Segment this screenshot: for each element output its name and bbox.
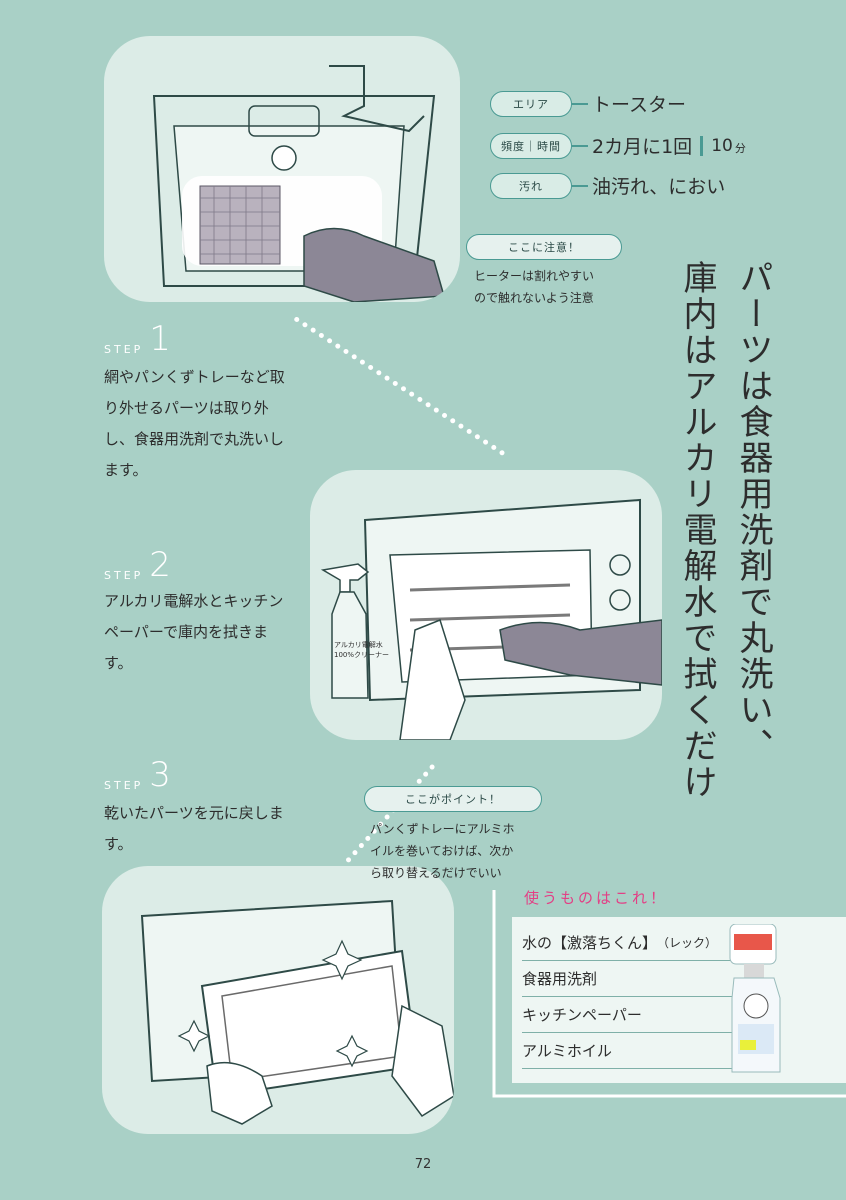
tag-connector [572, 184, 588, 187]
sink-illustration-panel [104, 36, 460, 302]
caution-text: ヒーターは割れやすい ので触れないよう注意 [474, 269, 595, 305]
items-box [492, 878, 846, 1098]
step-3-text: 乾いたパーツを元に戻しま す。 [104, 804, 284, 853]
item-name: アルミホイル [522, 1041, 612, 1060]
items-list-panel [512, 917, 846, 1083]
value-divider [700, 135, 704, 156]
area-value: トースター [592, 94, 687, 116]
step-1-label: STEP 1 [104, 322, 171, 356]
step-word: STEP [104, 569, 144, 582]
step-2-text: アルカリ電解水とキッチン ペーパーで庫内を拭きま す。 [104, 592, 284, 672]
title-line-2: 庫内はアルカリ電解水で拭くだけ [677, 260, 717, 800]
dotted-connector [293, 316, 506, 457]
cleaner-bottle-photo [729, 924, 781, 1073]
step-2-label: STEP 2 [104, 548, 171, 582]
items-box-frame [492, 890, 846, 1098]
item-name: 水の【激落ちくん】 [522, 933, 658, 952]
item-row: キッチンペーパー [522, 996, 762, 1033]
item-name: 食器用洗剤 [522, 969, 598, 988]
item-row: 食器用洗剤 [522, 960, 762, 997]
step-number: 3 [149, 755, 171, 795]
sink-washing-illustration [152, 65, 445, 302]
step-3-label: STEP 3 [104, 758, 171, 792]
oven-wiping-panel [310, 470, 662, 740]
oven-reassemble-panel [102, 866, 454, 1134]
oven-wiping-illustration [363, 498, 662, 740]
frequency-label: 頻度｜時間 [490, 132, 572, 159]
item-row: アルミホイル [522, 1032, 762, 1069]
time-value: 10 [711, 135, 733, 156]
step-1-text: 網やパンくずトレーなど取 り外せるパーツは取り外 し、食器用洗剤で丸洗いし ます… [104, 368, 285, 479]
frequency-value: 2カ月に1回 [592, 136, 693, 158]
time-unit: 分 [734, 141, 746, 155]
area-label: エリア [490, 90, 572, 117]
caution-label: ここに注意！ [466, 234, 622, 260]
page-number: 72 [414, 1157, 432, 1172]
area-tag: エリア トースター [490, 90, 686, 117]
dirt-label: 汚れ [490, 172, 572, 199]
step-word: STEP [104, 343, 144, 356]
item-row: 水の【激落ちくん】 （レック） [522, 924, 762, 961]
items-title: 使うものはこれ！ [524, 889, 669, 907]
item-name: キッチンペーパー [522, 1005, 642, 1024]
title-line-1: パーツは食器用洗剤で丸洗い、 [733, 260, 773, 764]
step-number: 2 [149, 545, 171, 585]
dirt-tag: 汚れ 油汚れ、におい [490, 172, 725, 199]
bottle-label: アルカリ電解水 100%クリーナー [334, 641, 390, 659]
point-text: パンくずトレーにアルミホ イルを巻いておけば、次か ら取り替えるだけでいい [370, 822, 515, 880]
spray-bottle-icon [320, 563, 370, 699]
step-word: STEP [104, 779, 144, 792]
frequency-tag: 頻度｜時間 2カ月に1回 10 分 [490, 132, 746, 159]
tag-connector [572, 144, 588, 147]
dirt-value: 油汚れ、におい [592, 176, 726, 198]
tag-connector [572, 102, 588, 105]
brand-note: （レック） [657, 935, 718, 950]
oven-reassemble-illustration [140, 899, 454, 1125]
point-label: ここがポイント！ [364, 786, 542, 812]
step-number: 1 [149, 319, 171, 359]
